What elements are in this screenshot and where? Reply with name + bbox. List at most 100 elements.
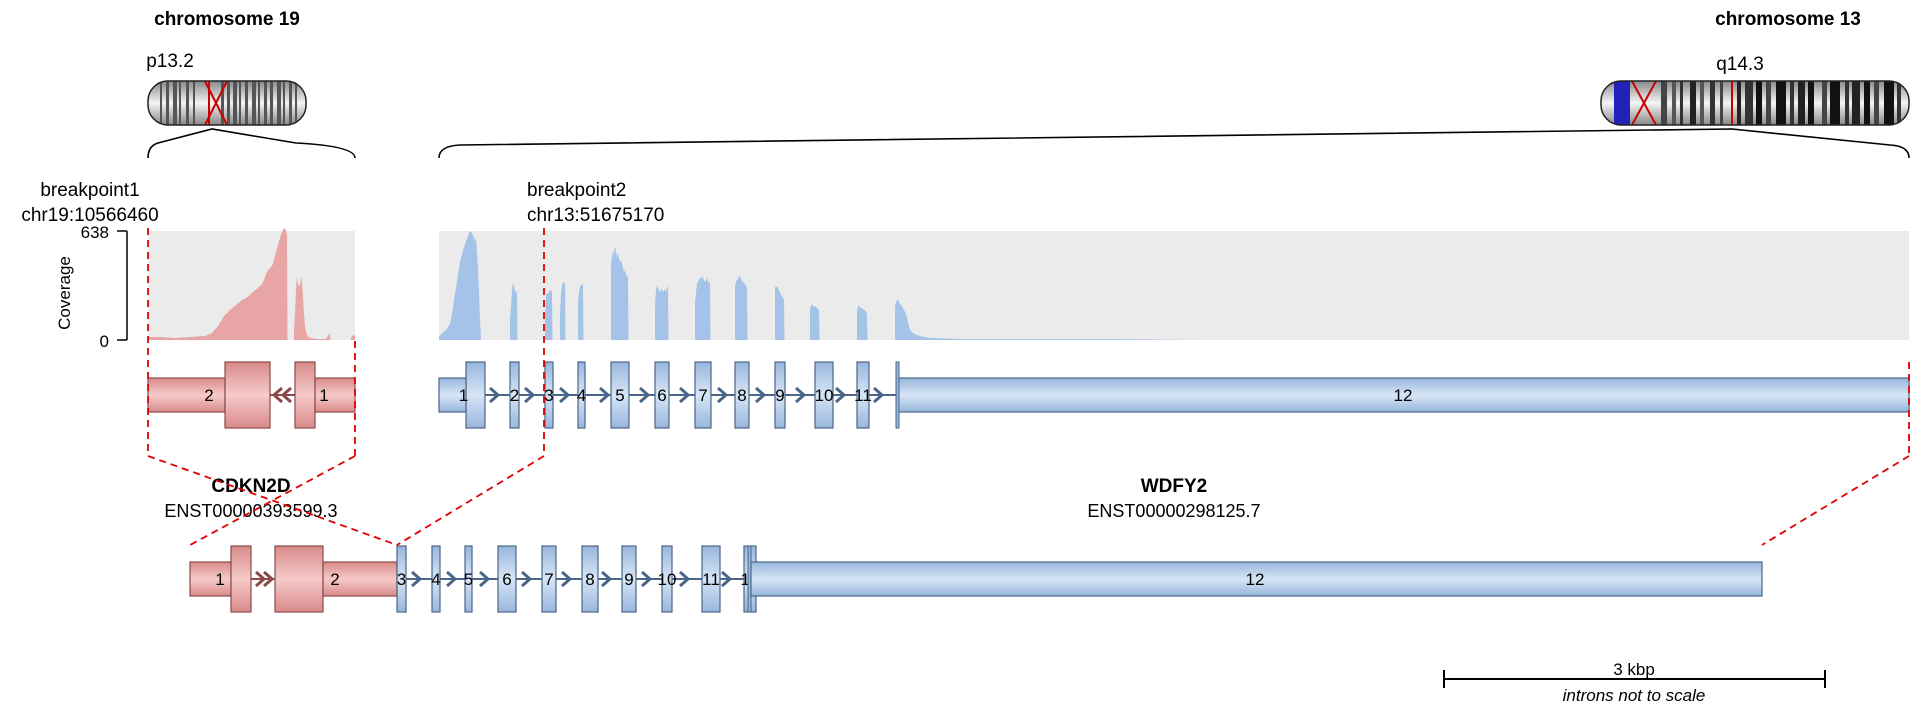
fusion-exon-label: 4 (431, 570, 440, 589)
coverage-track: 638 0 Coverage (55, 223, 1909, 351)
fusion-strand-arrow (479, 570, 491, 588)
chromosome-2-zoom-brace (438, 128, 1910, 159)
gene-2-exon-label: 1 (459, 386, 468, 405)
fusion-exon-label: 10 (658, 570, 677, 589)
chromosome-2-band-highlight (1614, 81, 1630, 125)
gene-1-exon-label: 1 (319, 386, 328, 405)
chromosome-1-band (283, 81, 285, 125)
gene-2-strand-arrow (835, 386, 847, 404)
fusion-projection-line (396, 455, 545, 546)
gene-2-exon (577, 361, 586, 429)
fusion-exon-3prime (701, 545, 721, 613)
gene-2-exon (734, 361, 750, 429)
gene-2-exon-label: 2 (510, 386, 519, 405)
gene-2-strand-arrow (639, 386, 651, 404)
fusion-projection-line (189, 455, 356, 546)
gene-1-strand-arrow (280, 386, 292, 404)
chromosome-1-group: chromosome 19 p13.2 (146, 9, 356, 159)
fusion-exon-5prime (274, 545, 324, 613)
coverage-profile-gene-1 (148, 228, 355, 340)
fusion-exon-3prime (581, 545, 599, 613)
fusion-exon-label: 1 (215, 570, 224, 589)
fusion-strand-arrow (601, 570, 613, 588)
chromosome-2-band (1790, 81, 1794, 125)
chromosome-2-band (1864, 81, 1870, 125)
fusion-strand-arrow (255, 570, 267, 588)
chromosome-2-title: chromosome 13 (1715, 9, 1861, 30)
chromosome-1-band (295, 81, 297, 125)
fusion-projection-line (1761, 455, 1910, 546)
fusion-exon-3prime (750, 561, 1763, 597)
fusion-exon-label: 5 (464, 570, 473, 589)
gene-2-exon-label: 3 (544, 386, 553, 405)
chromosome-1-band (221, 81, 224, 125)
gene-2-strand-arrow (524, 386, 536, 404)
gene-2-exon (694, 361, 712, 429)
breakpoint-2-position: chr13:51675170 (527, 205, 664, 226)
chromosome-1-band (166, 81, 169, 125)
gene-2-exon-stub (895, 361, 900, 429)
gene-2-exon-label: 12 (1394, 386, 1413, 405)
gene-2-exon-label: 4 (577, 386, 586, 405)
fusion-projection-line (147, 455, 398, 546)
gene-2-exon-label: 8 (737, 386, 746, 405)
chromosome-2-band (1830, 81, 1840, 125)
chromosome-1-band (270, 81, 273, 125)
chromosome-2-band (1776, 81, 1786, 125)
gene-2-exon (774, 361, 786, 429)
chromosome-2-band (1690, 81, 1696, 125)
chromosome-1-band (160, 81, 162, 125)
chromosome-1-band (227, 81, 230, 125)
fusion-exon-3prime (621, 545, 637, 613)
gene-2-exon (654, 361, 670, 429)
fusion-exon-5prime (230, 545, 252, 613)
gene-2-exon (509, 361, 520, 429)
gene-2-exon-label: 9 (775, 386, 784, 405)
fusion-exon-label: 3 (397, 570, 406, 589)
chromosome-1-title: chromosome 19 (154, 9, 300, 30)
gene-2-exon-label: 11 (854, 386, 872, 405)
gene-1-strand-arrow (271, 386, 283, 404)
chromosome-2-band (1745, 81, 1753, 125)
fusion-strand-arrow (561, 570, 573, 588)
gene-1-exon (224, 361, 271, 429)
breakpoint-2-label: breakpoint2 (527, 180, 626, 201)
gene-1-track: 2 1 CDKN2D ENST00000393599.3 (147, 361, 356, 521)
chromosome-1-band (193, 81, 195, 125)
chromosome-2-body (1601, 81, 1909, 125)
scale-bar-label: 3 kbp (1613, 660, 1655, 679)
gene-1-exon (294, 361, 316, 429)
chromosome-1-band (186, 81, 189, 125)
gene-2-strand-arrow (755, 386, 767, 404)
chromosome-2-band (1720, 81, 1723, 125)
fusion-exon-label: 8 (585, 570, 594, 589)
chromosome-1-band (264, 81, 267, 125)
scale-bar-note: introns not to scale (1563, 686, 1706, 705)
coverage-axis-min-label: 0 (100, 332, 109, 351)
gene-2-strand-arrow (489, 386, 501, 404)
chromosome-1-band (173, 81, 177, 125)
chromosome-2-band (1700, 81, 1704, 125)
fusion-exon-label: 9 (624, 570, 633, 589)
fusion-exon-5prime (189, 561, 232, 597)
chromosome-2-centromere (1631, 81, 1657, 125)
fusion-exon-3prime (396, 545, 407, 613)
breakpoint-1-label: breakpoint1 (40, 180, 139, 201)
gene-1-exon (147, 377, 226, 413)
chromosome-2-band (1852, 81, 1860, 125)
chromosome-2-outline (1600, 80, 1910, 126)
chromosome-2-group: chromosome 13 q14.3 (438, 9, 1910, 159)
chromosome-1-outline (147, 80, 307, 126)
gene-2-strand-arrow (873, 386, 885, 404)
fusion-exon-label: 2 (330, 570, 339, 589)
gene-2-strand-arrow (599, 386, 611, 404)
chromosome-1-band-label: p13.2 (146, 51, 194, 72)
chromosome-2-band (1710, 81, 1715, 125)
fusion-exon-3prime (464, 545, 473, 613)
fusion-transcript-track: 12345678910111212 (189, 545, 1763, 613)
chromosome-1-band (239, 81, 241, 125)
chromosome-2-band (1808, 81, 1814, 125)
gene-1-transcript: ENST00000393599.3 (164, 501, 337, 521)
chromosome-2-band (1680, 81, 1683, 125)
fusion-strand-arrow (721, 570, 733, 588)
